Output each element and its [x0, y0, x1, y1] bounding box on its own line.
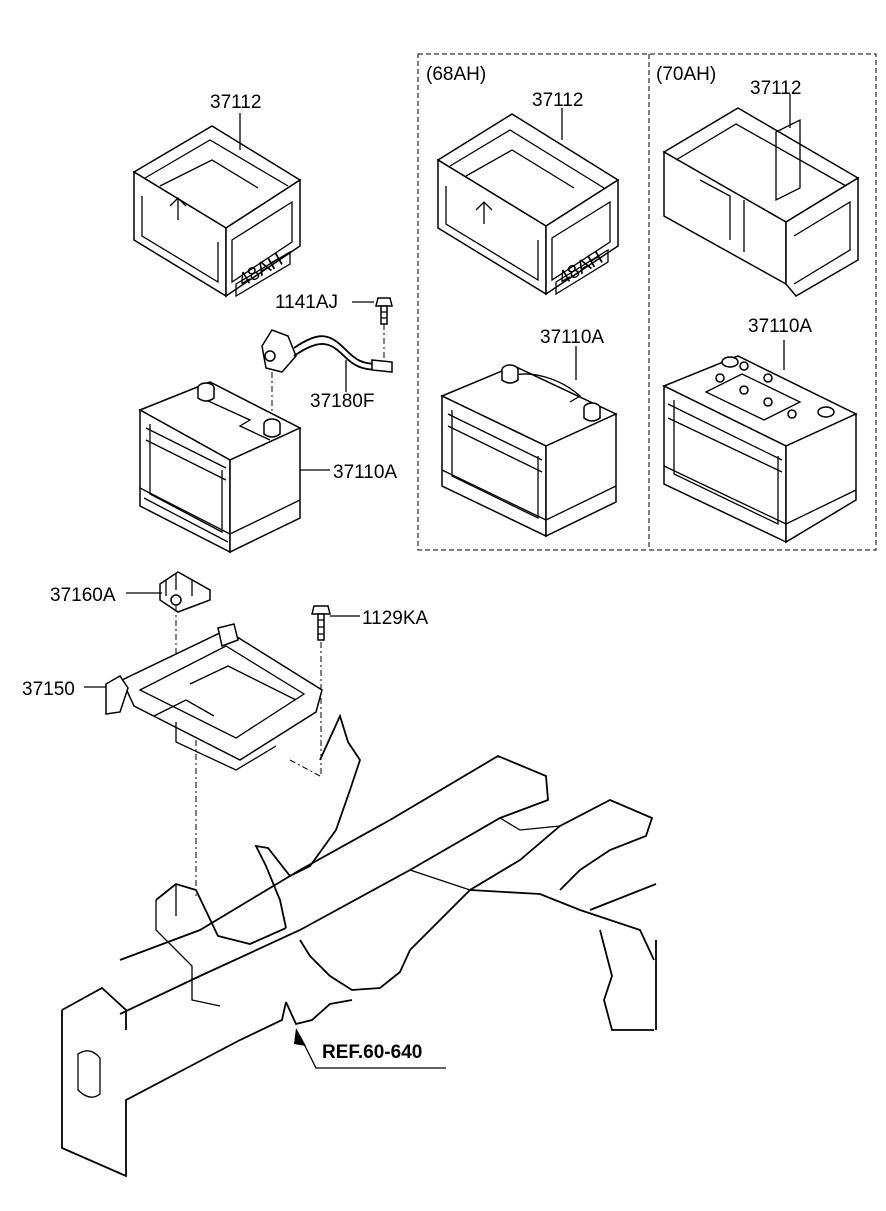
label-battery-68ah: 37110A [540, 327, 604, 348]
battery-70ah [662, 355, 858, 544]
label-cover-70ah: 37112 [750, 78, 801, 99]
battery-cover-main: 48AH [132, 125, 302, 298]
variant-frame [417, 53, 877, 551]
label-cover-68ah: 37112 [532, 90, 583, 111]
label-battery-main: 37110A [333, 462, 397, 483]
battery-68ah [440, 364, 618, 538]
label-cable: 37180F [310, 391, 374, 412]
label-clamp: 37160A [50, 585, 116, 606]
label-ref: REF.60-640 [322, 1042, 422, 1063]
battery-cover-68ah: 48AH [436, 113, 620, 296]
vehicle-body-outline [61, 713, 657, 1178]
clamp-37160a [159, 571, 211, 613]
label-bolt-top: 1141AJ [275, 292, 338, 313]
variant-70ah-label: (70AH) [656, 64, 716, 85]
variant-68ah-label: (68AH) [426, 64, 486, 85]
battery-main [138, 381, 302, 554]
battery-cover-70ah [662, 107, 860, 297]
tray-37150 [105, 623, 323, 771]
ref-pointer [294, 1028, 446, 1069]
label-tray: 37150 [22, 679, 75, 700]
label-battery-70ah: 37110A [748, 316, 812, 337]
label-bolt-tray: 1129KA [362, 608, 429, 629]
bolt-1129ka [311, 605, 331, 641]
bolt-1141aj [375, 297, 393, 325]
label-cover-main: 37112 [210, 92, 261, 113]
cable-37180f [261, 329, 393, 373]
